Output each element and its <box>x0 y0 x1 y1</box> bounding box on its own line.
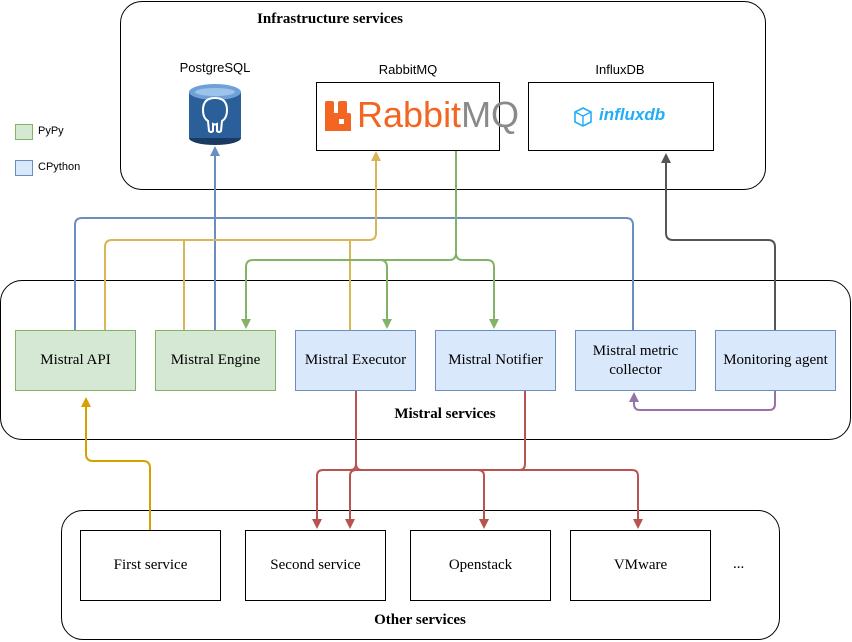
openstack-node: Openstack <box>410 530 551 601</box>
monitoring-agent-node: Monitoring agent <box>715 330 836 391</box>
infrastructure-services-title: Infrastructure services <box>257 11 403 27</box>
mistral-api-label: Mistral API <box>40 352 111 368</box>
second-service-node: Second service <box>245 530 386 601</box>
mistral-notifier-node: Mistral Notifier <box>435 330 556 391</box>
more-services-ellipsis: ... <box>733 556 745 572</box>
influxdb-cube-icon <box>574 107 592 127</box>
influxdb-logo-text: influxdb <box>599 105 666 124</box>
influxdb-label: InfluxDB <box>595 62 645 77</box>
other-services-title: Other services <box>374 612 466 628</box>
postgresql-elephant-icon <box>189 84 241 145</box>
vmware-node: VMware <box>570 530 711 601</box>
rabbitmq-label: RabbitMQ <box>378 62 438 77</box>
openstack-label: Openstack <box>448 557 513 573</box>
legend-pypy-swatch <box>15 124 33 140</box>
mistral-services-title: Mistral services <box>394 406 496 422</box>
influxdb-logo-box: influxdb <box>528 82 714 151</box>
legend-pypy-label: PyPy <box>38 125 64 137</box>
first-service-label: First service <box>113 557 188 573</box>
rabbitmq-logo-box: RabbitMQ <box>316 82 519 151</box>
legend-cpython-swatch <box>15 160 33 176</box>
mistral-engine-label: Mistral Engine <box>170 352 261 368</box>
rabbitmq-logo-icon <box>325 101 351 131</box>
legend-cpython-label: CPython <box>38 161 81 173</box>
rabbitmq-logo-text-a: Rabbit <box>357 94 462 135</box>
postgresql-label: PostgreSQL <box>179 60 251 75</box>
second-service-label: Second service <box>270 557 361 573</box>
vmware-label: VMware <box>613 557 668 573</box>
first-service-node: First service <box>80 530 221 601</box>
mistral-notifier-label: Mistral Notifier <box>448 352 543 368</box>
mistral-api-node: Mistral API <box>15 330 136 391</box>
rabbitmq-logo-text-b: MQ <box>461 94 520 135</box>
mistral-executor-label: Mistral Executor <box>304 352 407 368</box>
mistral-services-group <box>0 280 851 440</box>
mistral-metric-collector-node: Mistral metric collector <box>575 330 696 391</box>
mistral-engine-node: Mistral Engine <box>155 330 276 391</box>
mistral-metric-collector-label: Mistral metric collector <box>592 342 679 378</box>
mistral-executor-node: Mistral Executor <box>295 330 416 391</box>
monitoring-agent-label: Monitoring agent <box>723 352 828 368</box>
rabbitmq-logo-text: RabbitMQ <box>357 95 519 135</box>
